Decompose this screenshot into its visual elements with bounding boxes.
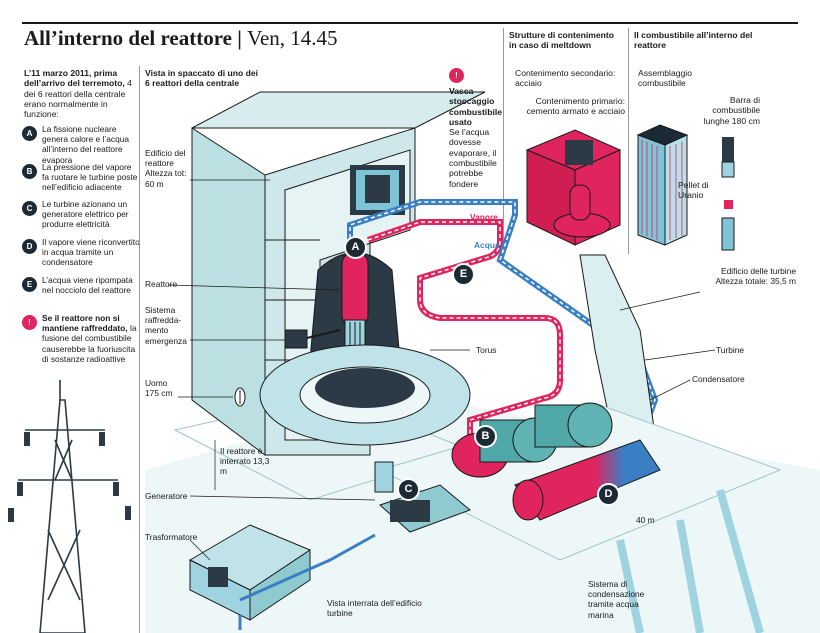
pool-title: Vasca stoccaggio combustibile usato <box>449 86 503 127</box>
column-divider-left <box>139 66 140 633</box>
diagram-letter-d: D <box>597 483 620 506</box>
electricity-pylon <box>18 380 118 633</box>
step-e-badge: E <box>22 277 37 292</box>
fuel-rod-lines <box>641 140 683 240</box>
pylon-insulators <box>8 432 131 522</box>
fuel-title: Il combustibile all’interno del reattore <box>634 30 753 51</box>
fuel-rod-label: Barra di combustibile lunghe 180 cm <box>703 95 760 126</box>
column-divider-fuel <box>628 28 629 254</box>
step-b-badge: B <box>22 164 37 179</box>
page-title: All’interno del reattore | Ven, 14.45 <box>24 26 338 51</box>
fuel-assembly-label: Assemblaggio combustibile <box>638 68 692 89</box>
power-cable <box>238 533 376 630</box>
diagram-letter-b: B <box>474 425 497 448</box>
containment-title: Strutture di contenimento in caso di mel… <box>509 30 615 51</box>
generator <box>374 461 471 533</box>
transformer <box>188 524 312 621</box>
step-a-text: La fissione nucleare genera calore e l’a… <box>42 124 130 165</box>
warning-bold: Se il reattore non si mantiene raffredda… <box>42 313 128 334</box>
underground-turbine-label: Vista interrata dell’edificio turbine <box>327 598 422 619</box>
containment-inset <box>525 129 622 246</box>
pool-text: Vasca stoccaggio combustibile usato Se l… <box>449 86 507 189</box>
human-scale-label: Uomo 175 cm <box>145 378 173 399</box>
emergency-pump <box>284 329 308 349</box>
turbine-building-label: Edificio delle turbine Altezza totale: 3… <box>715 266 796 287</box>
sea-cooling-label: Sistema di condensazione tramite acqua m… <box>588 579 645 620</box>
intro-bold: L’11 marzo 2011, prima dell’arrivo del t… <box>24 68 125 89</box>
warning-rest: la fusione del combustibile causerebbe l… <box>42 323 137 364</box>
step-d-badge: D <box>22 239 37 254</box>
generator-label: Generatore <box>145 491 188 501</box>
containment-secondary-label: Contenimento secondario: acciaio <box>515 68 616 89</box>
step-a-badge: A <box>22 126 37 141</box>
containment-primary-label: Contenimento primario: cemento armato e … <box>526 96 625 117</box>
header-rule <box>22 22 798 24</box>
intro-text: L’11 marzo 2011, prima dell’arrivo del t… <box>24 68 142 119</box>
condenser-label: Condensatore <box>692 374 745 384</box>
diagram-letter-c: C <box>397 478 420 501</box>
emergency-cooling-label: Sistema raffredda-mento emergenza <box>145 305 187 346</box>
title-date: Ven, 14.45 <box>247 26 338 50</box>
reactor-label: Reattore <box>145 279 178 289</box>
cutaway-title: Vista in spaccato di uno dei 6 reattori … <box>145 68 259 89</box>
torus-label: Torus <box>476 345 497 355</box>
pool-description: Se l’acqua dovesse evaporare, il combust… <box>449 127 497 189</box>
title-separator: | <box>237 26 248 50</box>
reactor-building-label: Edificio del reattore Altezza tot: 60 m <box>145 148 187 189</box>
distance-label: 40 m <box>636 515 655 525</box>
step-c-text: Le turbine azionano un generatore elettr… <box>42 199 129 230</box>
reactor-underground-label: Il reattore è interrato 13,3 m <box>220 446 270 477</box>
warning-icon: ! <box>22 315 37 330</box>
transformer-label: Trasformatore <box>145 532 198 542</box>
water-label: Acqua <box>474 240 500 250</box>
warning-text: Se il reattore non si mantiene raffredda… <box>42 313 142 364</box>
turbine-label: Turbine <box>716 345 745 355</box>
fuel-pellet-label: Pellet di Uranio <box>678 180 709 201</box>
step-e-text: L’acqua viene ripompata nel nocciolo del… <box>42 275 133 296</box>
step-b-text: La pressione del vapore fa ruotare le tu… <box>42 162 138 193</box>
sea-channels <box>616 488 764 633</box>
intro-rest: 4 dei 6 reattori della centrale erano no… <box>24 78 132 120</box>
steam-label: Vapore <box>470 212 498 222</box>
title-text: All’interno del reattore <box>24 26 233 50</box>
step-c-badge: C <box>22 201 37 216</box>
diagram-letter-a: A <box>344 236 367 259</box>
leader-lines <box>167 179 716 561</box>
column-divider-containment <box>503 28 504 254</box>
pool-warning-icon: ! <box>449 68 464 83</box>
diagram-letter-e: E <box>452 263 475 286</box>
step-d-text: Il vapore viene riconvertito in acqua tr… <box>42 237 140 268</box>
reactor-vessel <box>341 251 369 328</box>
